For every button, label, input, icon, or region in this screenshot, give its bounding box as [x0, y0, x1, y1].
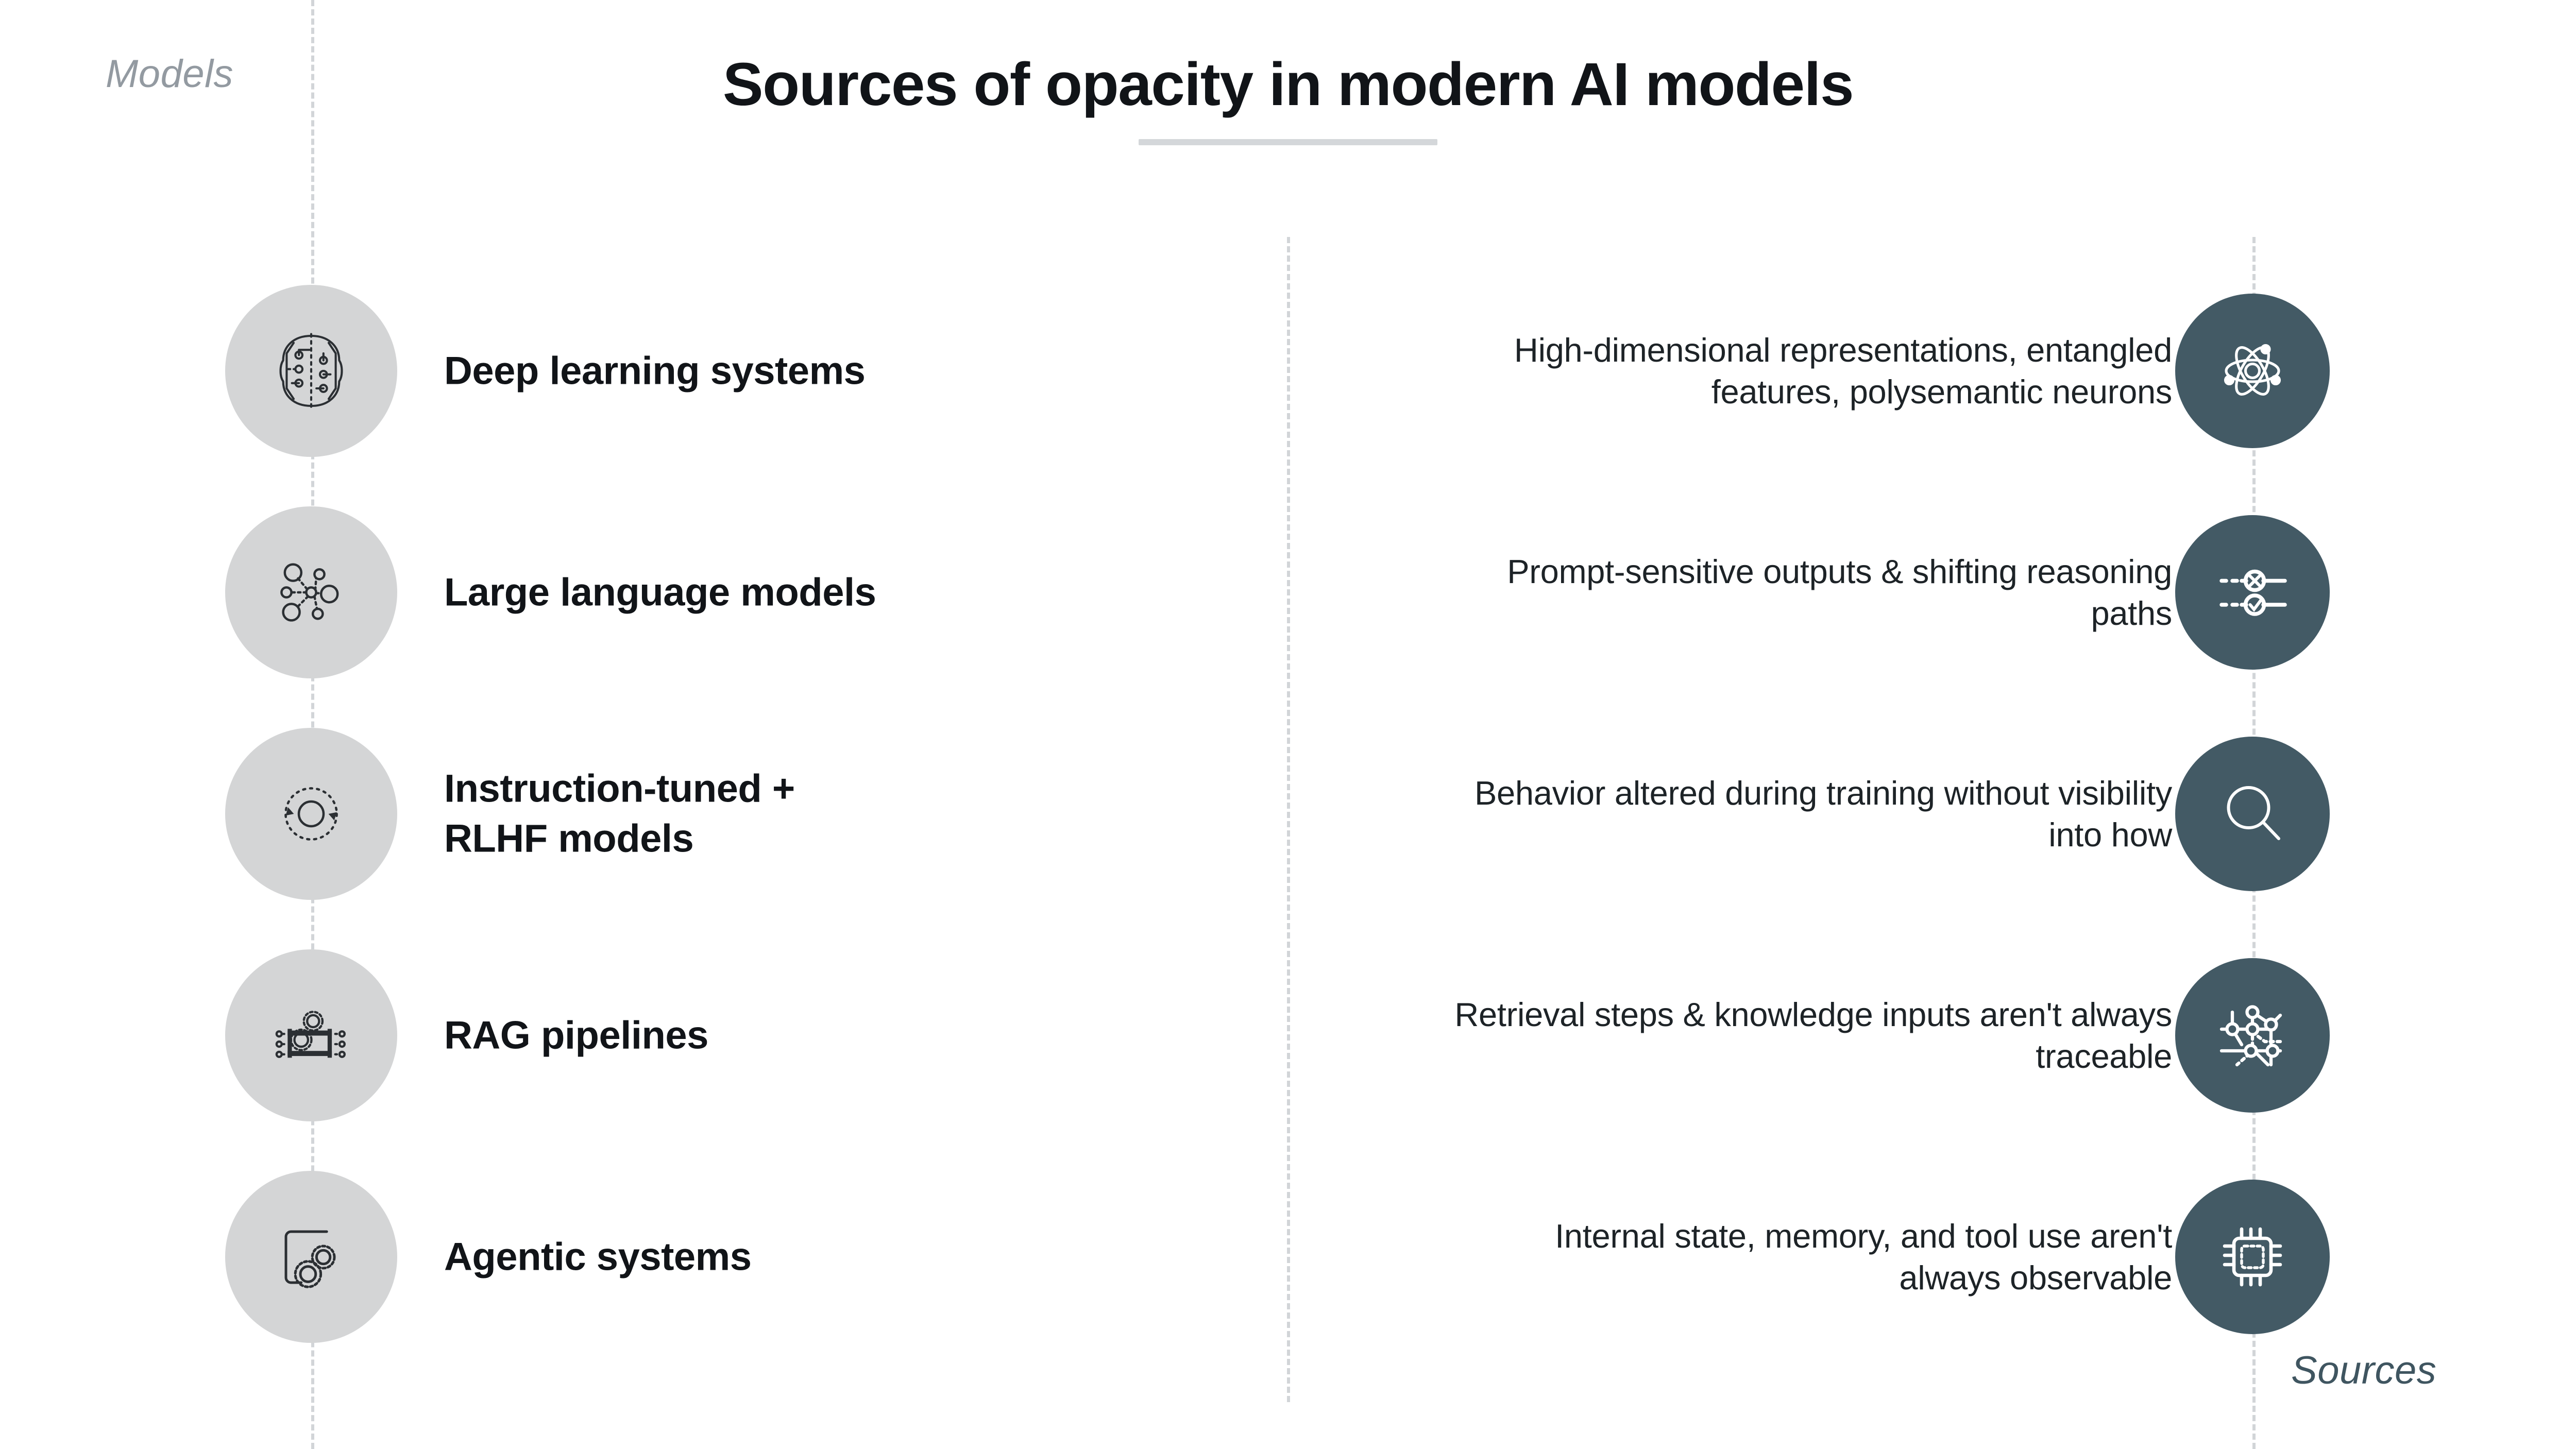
model-label: RAG pipelines: [444, 1013, 708, 1058]
source-node-cpu-chip[interactable]: [2175, 1180, 2330, 1334]
model-node-agentic-systems[interactable]: [225, 1171, 397, 1343]
title-underline-divider: [1139, 139, 1437, 145]
model-label: Deep learning systems: [444, 349, 866, 393]
brain-circuit-icon: [267, 327, 355, 415]
row-large-language-models: Large language models Prompt-sensitive o…: [0, 506, 2576, 678]
source-description: High-dimensional representations, entang…: [1514, 331, 2172, 411]
source-node-atom[interactable]: [2175, 294, 2330, 448]
device-gears-icon: [269, 1215, 354, 1300]
model-node-deep-learning-systems[interactable]: [225, 285, 397, 457]
sources-axis-caption: Sources: [2291, 1349, 2437, 1392]
feedback-loop-icon: [270, 773, 352, 855]
source-description: Prompt-sensitive outputs & shifting reas…: [1507, 552, 2172, 632]
model-label: Large language models: [444, 570, 876, 615]
source-node-magnifier[interactable]: [2175, 737, 2330, 891]
branching-paths-icon: [2214, 554, 2291, 631]
center-dashed-rail: [1287, 237, 1290, 1402]
model-node-large-language-models[interactable]: [225, 506, 397, 678]
source-description: Internal state, memory, and tool use are…: [1555, 1217, 2172, 1297]
atom-icon: [2214, 332, 2291, 410]
magnifier-icon: [2214, 775, 2291, 853]
conveyor-gears-icon: [269, 993, 354, 1078]
page-title: Sources of opacity in modern AI models: [722, 50, 1854, 118]
row-instruction-tuned-rlhf-models: Instruction-tuned + RLHF models Behavior…: [0, 728, 2576, 900]
model-label: Agentic systems: [444, 1235, 752, 1279]
model-node-instruction-tuned-rlhf[interactable]: [225, 728, 397, 900]
source-description: Retrieval steps & knowledge inputs aren'…: [1454, 995, 2172, 1075]
source-description: Behavior altered during training without…: [1474, 774, 2172, 854]
source-node-network-graph[interactable]: [2175, 958, 2330, 1113]
network-graph-icon: [2214, 997, 2291, 1074]
row-agentic-systems: Agentic systems Internal state, memory, …: [0, 1171, 2576, 1343]
row-rag-pipelines: RAG pipelines Retrieval steps & knowledg…: [0, 949, 2576, 1121]
model-node-rag-pipelines[interactable]: [225, 949, 397, 1121]
title-block: Sources of opacity in modern AI models: [0, 50, 2576, 145]
row-deep-learning-systems: Deep learning systems High-dimensional r…: [0, 285, 2576, 457]
left-dashed-rail: [311, 0, 314, 1449]
cpu-chip-icon: [2214, 1218, 2291, 1295]
models-axis-caption: Models: [106, 52, 233, 96]
node-cluster-icon: [270, 551, 352, 634]
model-label: Instruction-tuned + RLHF models: [444, 766, 795, 861]
source-node-branching-paths[interactable]: [2175, 515, 2330, 670]
